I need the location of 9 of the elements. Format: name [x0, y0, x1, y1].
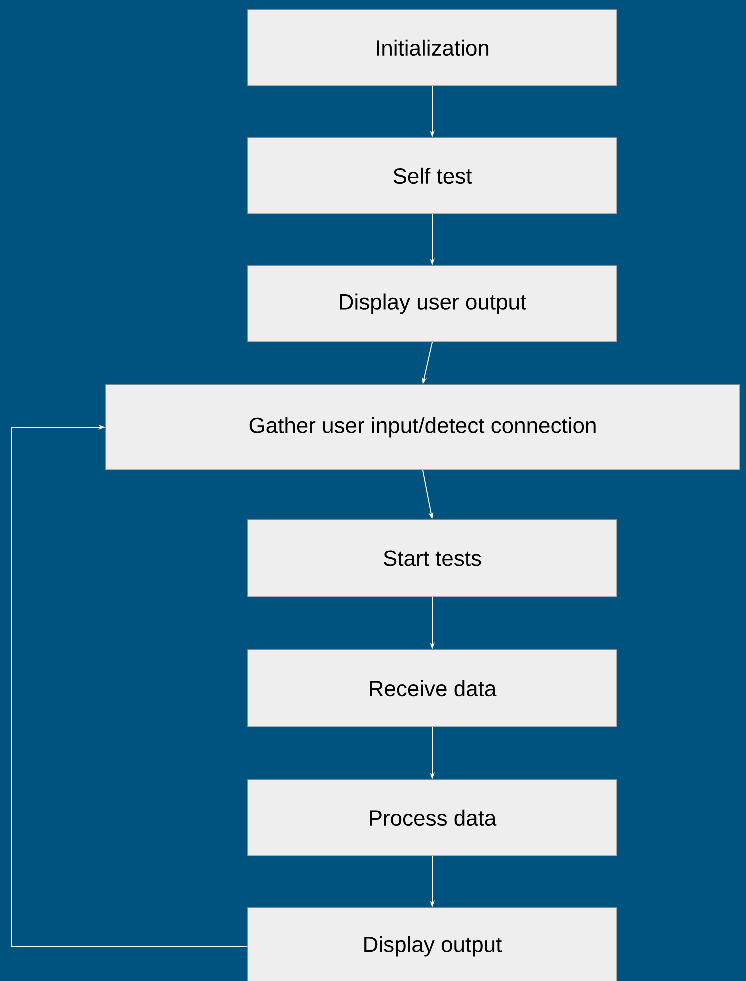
- process-box: Process data: [248, 780, 618, 856]
- process-box: Display output: [248, 908, 618, 981]
- process-box: Self test: [248, 138, 618, 214]
- process-box: Display user output: [248, 266, 618, 342]
- process-box: Receive data: [248, 650, 618, 728]
- process-box: Gather user input/detect connection: [106, 384, 740, 470]
- process-box: Start tests: [248, 520, 618, 598]
- process-box: Initialization: [248, 10, 618, 86]
- arrow: [12, 424, 248, 948]
